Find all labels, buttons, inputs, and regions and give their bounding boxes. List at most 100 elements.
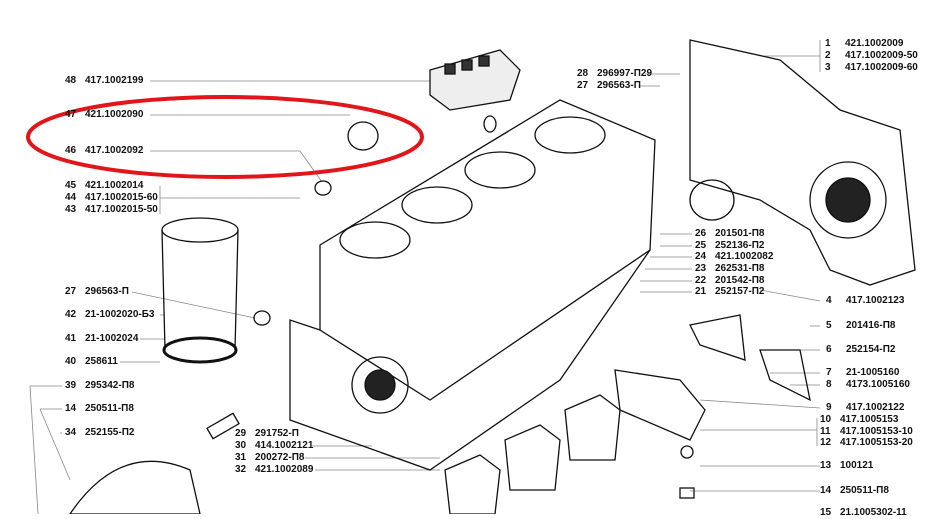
- callout-number: 32: [235, 464, 247, 475]
- part-number: 296563-П: [85, 286, 129, 297]
- part-number: 201501-П8: [715, 228, 765, 239]
- callout-11: 11 417.1005153-10: [820, 426, 913, 438]
- part-number: 417.1005153-10: [840, 426, 913, 437]
- leader-lines: [29, 40, 821, 514]
- callout-14: 14 250511-П8: [65, 403, 134, 415]
- part-number: 250511-П8: [840, 485, 889, 496]
- callout-13: 13 100121: [820, 460, 873, 472]
- callout-40: 40 258611: [65, 356, 118, 368]
- part-number: 296997-П29: [597, 68, 653, 79]
- part-number: 417.1002122: [846, 402, 905, 413]
- callout-number: 41: [65, 333, 77, 344]
- callout-number: 40: [65, 356, 77, 367]
- callout-number: 25: [695, 240, 707, 251]
- cylinder-head-thumbnail: [429, 49, 521, 111]
- part-number: 417.1002015-60: [85, 192, 158, 203]
- callout-number: 22: [695, 275, 707, 286]
- callout-46: 46 417.1002092: [65, 145, 143, 157]
- callout-number: 13: [820, 460, 832, 471]
- callout-number: 5: [826, 320, 832, 331]
- part-number: 100121: [840, 460, 874, 471]
- part-number: 21-1005160: [846, 367, 900, 378]
- callout-47: 47 421.1002090: [65, 109, 143, 121]
- callout-number: 15: [820, 507, 832, 518]
- part-number: 252154-П2: [846, 344, 896, 355]
- callout-number: 28: [577, 68, 589, 79]
- part-number: 296563-П: [597, 80, 641, 91]
- callout-22: 22 201542-П8: [695, 275, 764, 287]
- part-number: 21-1002020-Б3: [85, 309, 155, 320]
- part-number: 295342-П8: [85, 380, 135, 391]
- part-number: 421.1002082: [715, 251, 774, 262]
- part-number: 417.1002092: [85, 145, 144, 156]
- part-number: 252157-П2: [715, 286, 765, 297]
- flywheel-housing: [689, 39, 916, 286]
- part-number: 262531-П8: [715, 263, 765, 274]
- callout-number: 48: [65, 75, 77, 86]
- callout-28: 28 296997-П29: [577, 68, 652, 80]
- callout-number: 7: [826, 367, 832, 378]
- callout-number: 26: [695, 228, 707, 239]
- callout-34: 34 252155-П2: [65, 427, 134, 439]
- callout-number: 34: [65, 427, 77, 438]
- callout-number: 31: [235, 452, 247, 463]
- callout-number: 6: [826, 344, 832, 355]
- callout-number: 27: [65, 286, 77, 297]
- callout-number: 1: [825, 38, 831, 49]
- cylinder-block: [289, 99, 656, 471]
- callout-number: 14: [65, 403, 77, 414]
- part-number: 252155-П2: [85, 427, 135, 438]
- callout-number: 47: [65, 109, 77, 120]
- part-number: 250511-П8: [85, 403, 134, 414]
- callout-number: 11: [820, 426, 831, 437]
- part-number: 421.1002009: [845, 38, 904, 49]
- part-number: 258611: [85, 356, 118, 367]
- cylinder-liner: [161, 217, 239, 364]
- callout-14: 14 250511-П8: [820, 485, 889, 497]
- callout-number: 8: [826, 379, 832, 390]
- callout-number: 23: [695, 263, 707, 274]
- callout-number: 46: [65, 145, 77, 156]
- callout-number: 14: [820, 485, 832, 496]
- callout-1: 1 421.1002009: [825, 38, 903, 50]
- callout-39: 39 295342-П8: [65, 380, 134, 392]
- callout-number: 24: [695, 251, 707, 262]
- callout-24: 24 421.1002082: [695, 251, 773, 263]
- callout-number: 45: [65, 180, 77, 191]
- callout-26: 26 201501-П8: [695, 228, 764, 240]
- callout-6: 6 252154-П2: [826, 344, 895, 356]
- part-number: 421.1002014: [85, 180, 144, 191]
- callout-number: 3: [825, 62, 831, 73]
- callout-27: 27 296563-П: [577, 80, 641, 92]
- callout-44: 44 417.1002015-60: [65, 192, 158, 204]
- callout-number: 4: [826, 295, 832, 306]
- part-number: 417.1002009-60: [845, 62, 918, 73]
- part-number: 417.1005153-20: [840, 437, 913, 448]
- callout-number: 9: [826, 402, 832, 413]
- part-number: 201542-П8: [715, 275, 765, 286]
- callout-number: 30: [235, 440, 247, 451]
- callout-number: 27: [577, 80, 589, 91]
- callout-27: 27 296563-П: [65, 286, 129, 298]
- part-number: 421.1002089: [255, 464, 314, 475]
- callout-number: 12: [820, 437, 832, 448]
- callout-number: 39: [65, 380, 77, 391]
- callout-number: 44: [65, 192, 77, 203]
- callout-8: 8 4173.1005160: [826, 379, 910, 391]
- callout-7: 7 21-1005160: [826, 367, 899, 379]
- callout-12: 12 417.1005153-20: [820, 437, 913, 449]
- part-number: 252136-П2: [715, 240, 765, 251]
- part-number: 4173.1005160: [846, 379, 910, 390]
- part-number: 421.1002090: [85, 109, 144, 120]
- rear-oil-seal-cover: [69, 460, 201, 514]
